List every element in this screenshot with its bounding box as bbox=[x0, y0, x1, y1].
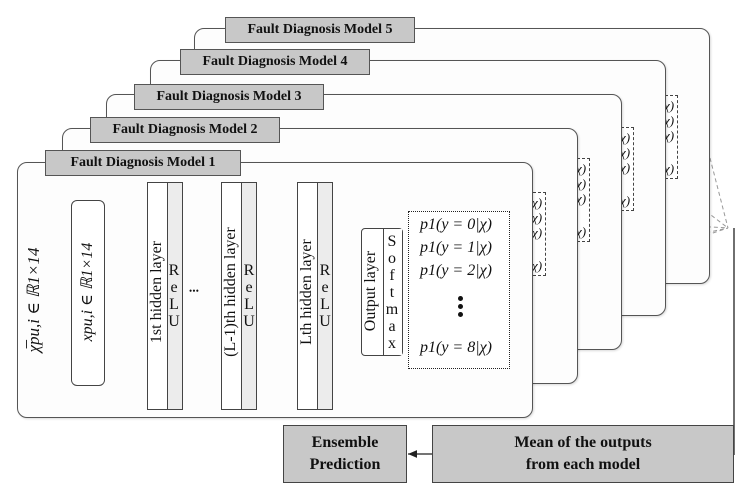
input-node-label: xpu,i ∈ ℝ1×14 bbox=[79, 242, 96, 342]
merge-line-5 bbox=[709, 157, 729, 229]
outer-input-label: χ̅pu,i ∈ ℝ1×14 bbox=[24, 247, 43, 353]
layer-ellipsis: • • • bbox=[189, 286, 199, 296]
model-1-title: Fault Diagnosis Model 1 bbox=[45, 150, 241, 176]
hidden-layer-l bbox=[297, 182, 333, 410]
hidden-layer-1 bbox=[147, 182, 183, 410]
hidden-layer-l-minus-1 bbox=[221, 182, 257, 410]
output-layer-label: Output layer bbox=[362, 250, 379, 332]
input-node bbox=[71, 200, 105, 386]
hidden-layer-1-label: 1st hidden layer bbox=[148, 240, 165, 344]
probability-0: p1(y = 0|χ) bbox=[420, 216, 492, 233]
model-3-title: Fault Diagnosis Model 3 bbox=[134, 84, 324, 110]
probability-8: p1(y = 8|χ) bbox=[420, 339, 492, 356]
output-layer bbox=[361, 228, 403, 356]
probability-1: p1(y = 1|χ) bbox=[420, 239, 492, 256]
probability-ellipsis bbox=[458, 296, 464, 317]
hidden-layer-l-minus-1-label: (L-1)th hidden layer bbox=[222, 227, 239, 357]
model-4-title: Fault Diagnosis Model 4 bbox=[180, 49, 370, 75]
model-5-title: Fault Diagnosis Model 5 bbox=[225, 17, 415, 43]
probability-2: p1(y = 2|χ) bbox=[420, 262, 492, 279]
hidden-layer-l-label: Lth hidden layer bbox=[298, 239, 315, 345]
probability-box bbox=[408, 211, 510, 369]
model-2-title: Fault Diagnosis Model 2 bbox=[90, 117, 280, 143]
